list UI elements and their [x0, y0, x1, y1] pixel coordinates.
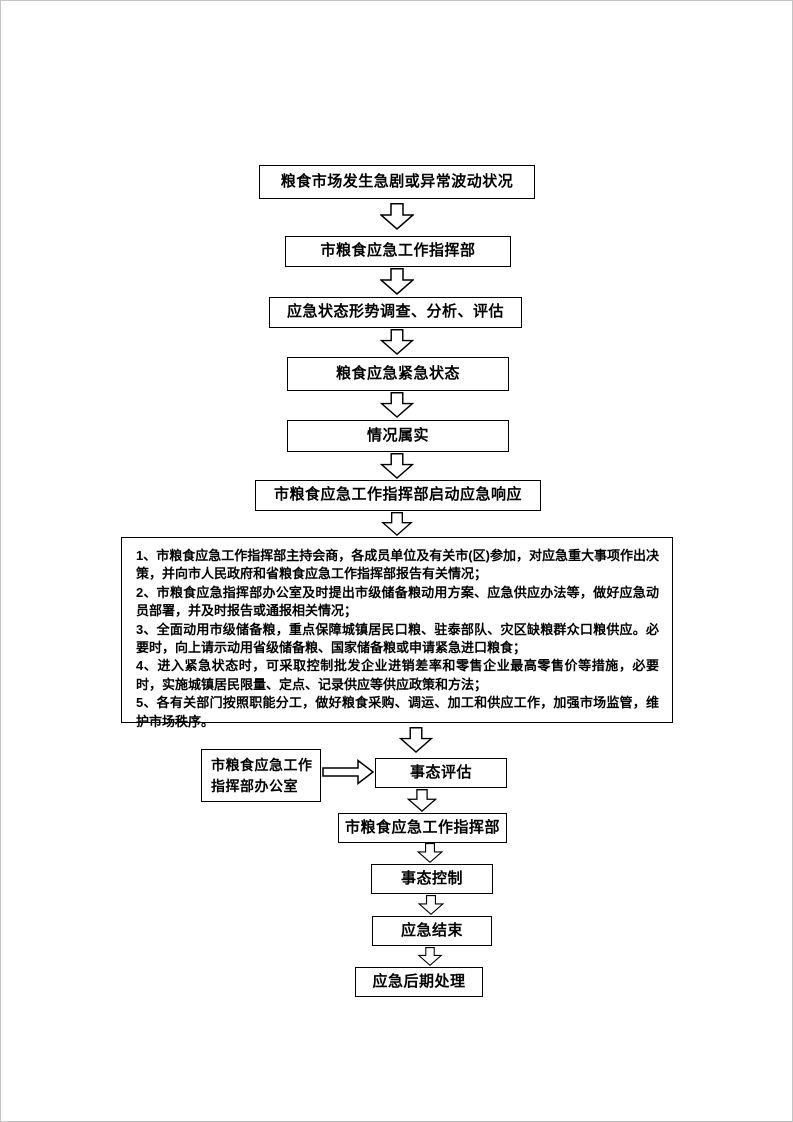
flow-box-end: 应急结束	[372, 916, 492, 946]
flow-box-hq: 市粮食应急工作指挥部	[285, 236, 511, 267]
measure-item-3: 3、全面动用市级储备粮，重点保障城镇居民口粮、驻泰部队、灾区缺粮群众口粮供应。必…	[136, 621, 659, 656]
measure-item-2: 2、市粮食应急指挥部办公室及时提出市级储备粮动用方案、应急供应办法等，做好应急动…	[136, 584, 659, 619]
down-arrow-icon	[380, 329, 414, 355]
measure-item-5: 5、各有关部门按照职能分工，做好粮食采购、调运、加工和供应工作，加强市场监管，维…	[136, 695, 659, 729]
flow-box-survey: 应急状态形势调查、分析、评估	[269, 297, 522, 328]
measure-item-4: 4、进入紧急状态时，可采取控制批发企业进销差率和零售企业最高零售价等措施，必要时…	[136, 658, 659, 692]
measure-item-1: 1、市粮食应急工作指挥部主持会商，各成员单位及有关市(区)参加，对应急重大事项作…	[136, 548, 659, 582]
flow-box-start-response: 市粮食应急工作指挥部启动应急响应	[255, 480, 541, 511]
flow-box-office: 市粮食应急工作指挥部办公室	[201, 749, 321, 802]
down-arrow-icon	[416, 843, 444, 863]
down-arrow-icon	[381, 512, 413, 536]
down-arrow-icon	[406, 789, 438, 812]
down-arrow-icon	[380, 268, 414, 295]
flow-box-post-processing: 应急后期处理	[355, 967, 483, 997]
down-arrow-icon	[399, 727, 433, 753]
right-arrow-icon	[322, 759, 375, 785]
flow-box-verified: 情况属实	[287, 420, 509, 452]
flow-box-control: 事态控制	[371, 864, 493, 894]
flow-box-hq-2: 市粮食应急工作指挥部	[338, 813, 507, 843]
down-arrow-icon	[380, 453, 414, 479]
down-arrow-icon	[417, 895, 445, 915]
down-arrow-icon	[380, 392, 414, 418]
flow-box-measures: 1、市粮食应急工作指挥部主持会商，各成员单位及有关市(区)参加，对应急重大事项作…	[121, 537, 673, 729]
flow-box-urgent-state: 粮食应急紧急状态	[287, 357, 509, 391]
down-arrow-icon	[417, 947, 443, 966]
down-arrow-icon	[380, 203, 414, 230]
flow-box-assessment: 事态评估	[375, 758, 507, 788]
flow-box-market-fluctuation: 粮食市场发生急剧或异常波动状况	[259, 165, 535, 199]
